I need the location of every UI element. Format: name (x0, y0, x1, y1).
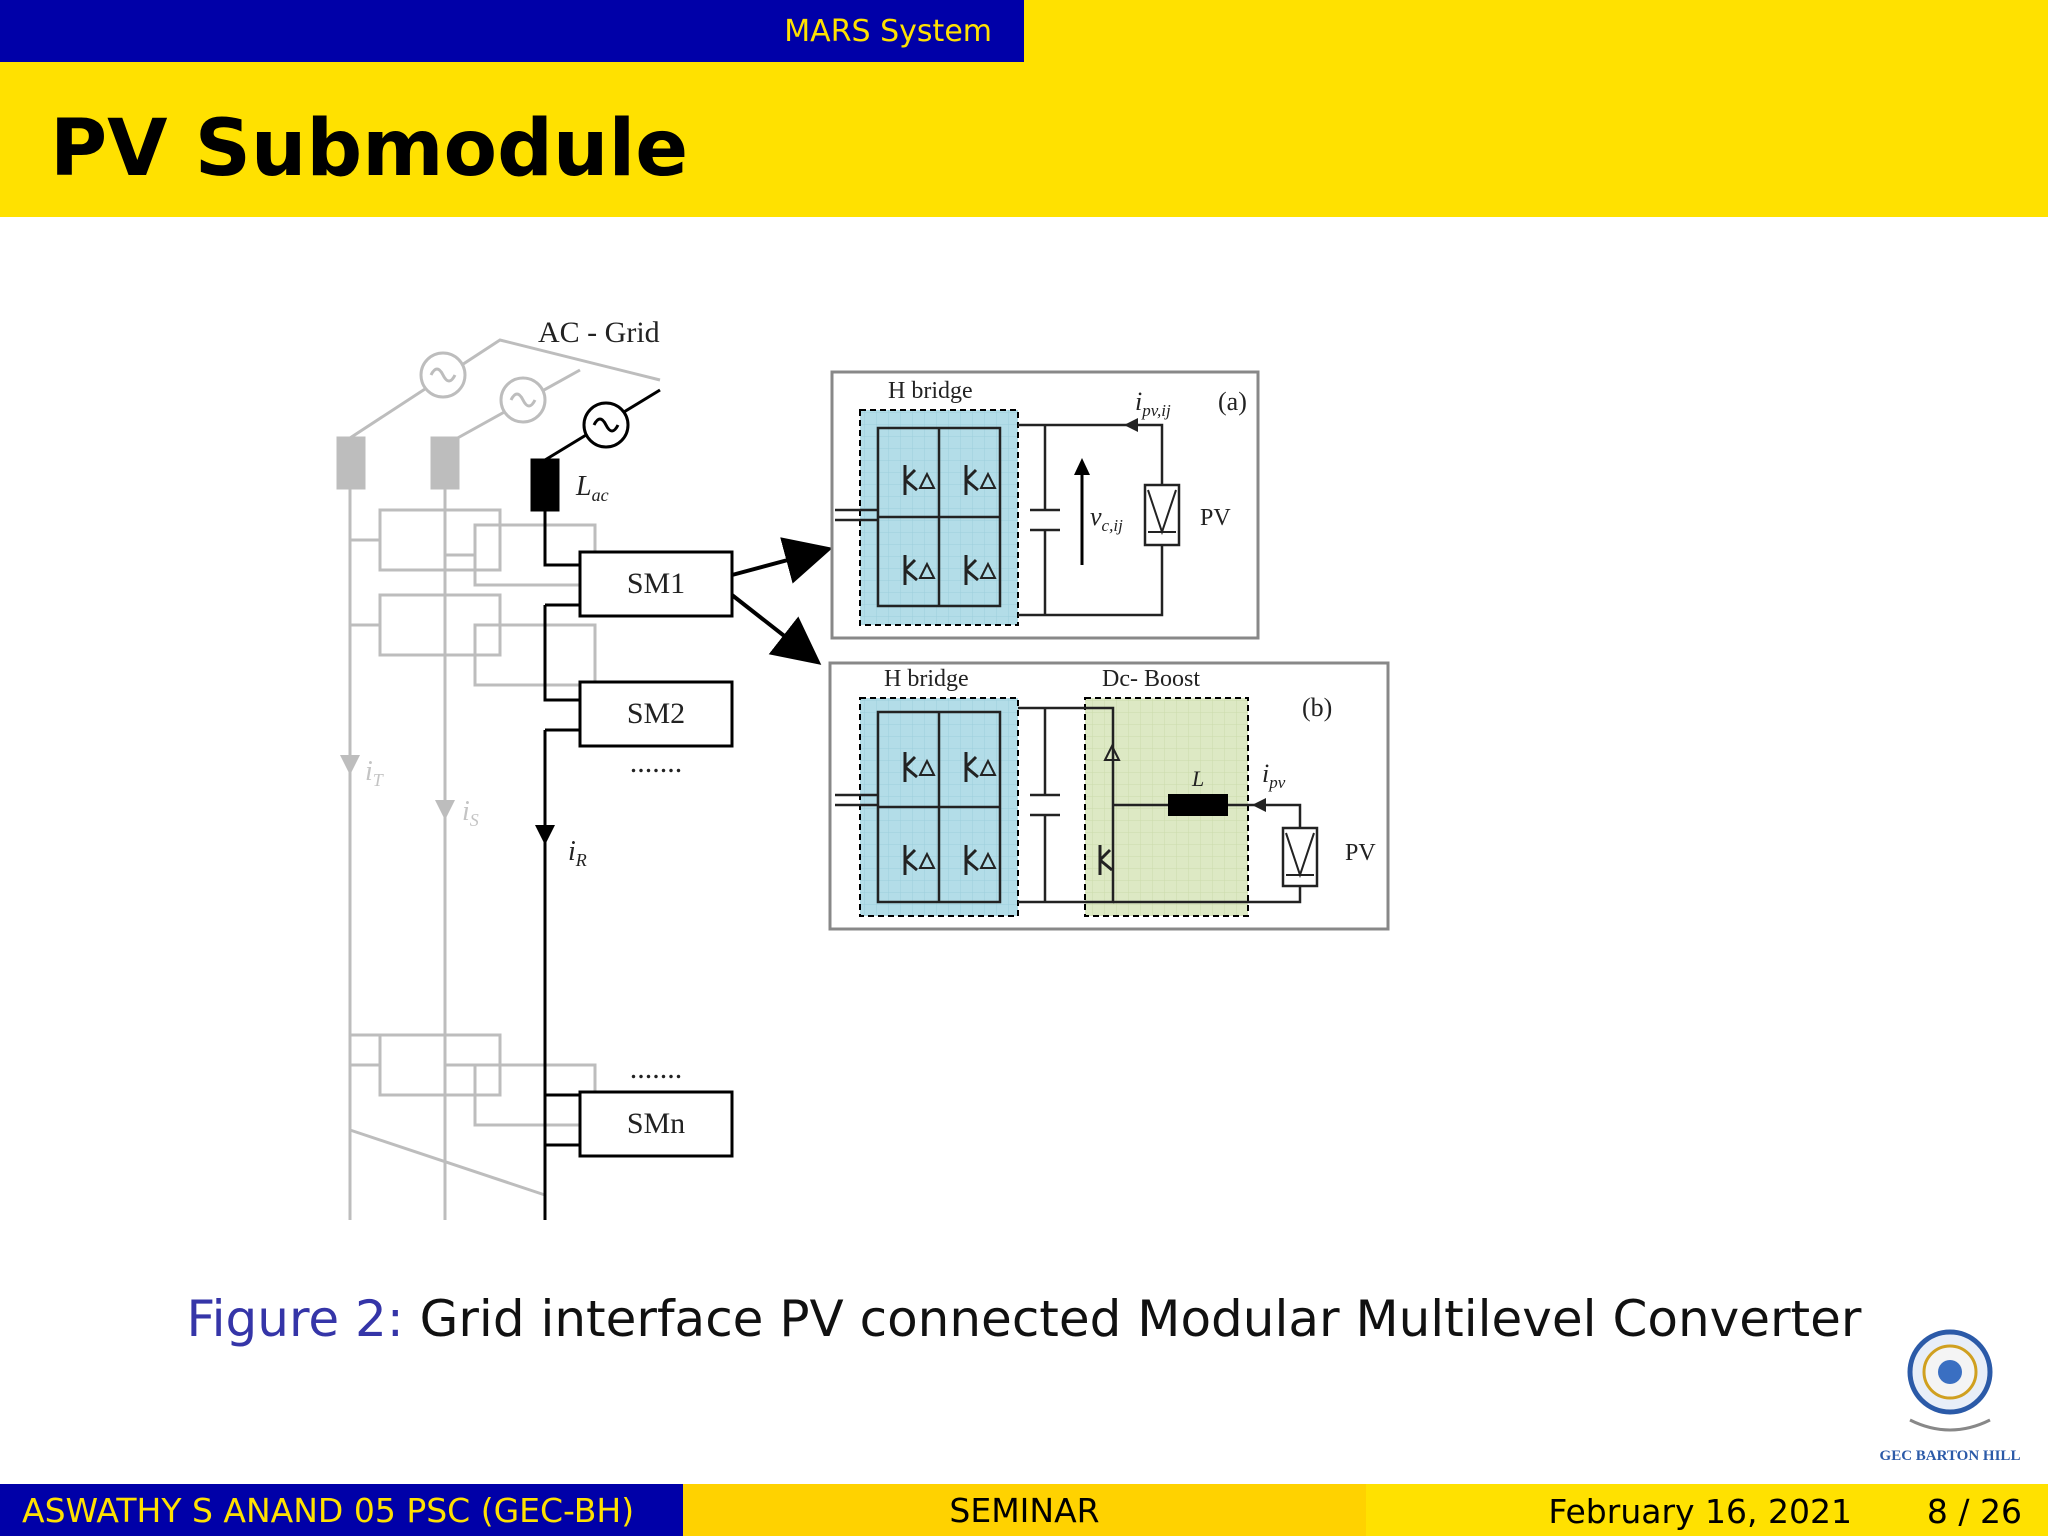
header-left-band (0, 0, 1024, 62)
footer-date: February 16, 2021 (1548, 1492, 1852, 1531)
title-bar: PV Submodule (0, 62, 2048, 217)
current-label-r: iR (568, 836, 587, 870)
footer-bar: ASWATHY S ANAND 05 PSC (GEC-BH) SEMINAR … (0, 1484, 2048, 1536)
panel-b-hbridge-label: H bridge (884, 666, 969, 692)
footer-right: February 16, 2021 8 / 26 (1366, 1484, 2048, 1536)
slide-title: PV Submodule (50, 104, 689, 194)
panel-a-ipv-label: ipv,ij (1135, 387, 1171, 420)
caption-text: Grid interface PV connected Modular Mult… (419, 1290, 1862, 1348)
submodule-sm2: SM2 (578, 680, 734, 748)
college-logo: GEC BARTON HILL (1880, 1329, 2021, 1464)
header-bar: MARS System (0, 0, 2048, 62)
panel-b-ipv-label: ipv (1262, 759, 1286, 792)
svg-text:SM1: SM1 (627, 567, 685, 600)
panel-a-hbridge-label: H bridge (888, 378, 973, 404)
grey-phases (336, 338, 661, 1220)
dots-lower: ....... (630, 1052, 683, 1085)
current-label-t: iT (365, 756, 385, 790)
main-phase (530, 388, 661, 1220)
panel-b-tag: (b) (1302, 693, 1332, 722)
panel-b-boost-label: Dc- Boost (1102, 666, 1200, 692)
footer-event: SEMINAR (683, 1484, 1366, 1536)
panel-a-vc-label: vc,ij (1090, 502, 1123, 535)
logo-text: GEC BARTON HILL (1880, 1448, 2021, 1464)
caption-label: Figure 2: (186, 1290, 404, 1348)
inductor-label: Lac (575, 471, 609, 505)
panel-b-inductor-label: L (1191, 766, 1204, 791)
current-label-s: iS (462, 796, 479, 830)
submodule-smn: SMn (578, 1090, 734, 1158)
footer-author: ASWATHY S ANAND 05 PSC (GEC-BH) (0, 1484, 683, 1536)
panel-a-pv-label: PV (1200, 505, 1231, 531)
arrow-to-panel-b (730, 593, 822, 665)
section-title[interactable]: MARS System (784, 13, 992, 49)
svg-text:SM2: SM2 (627, 697, 685, 730)
ac-grid-label: AC - Grid (538, 316, 660, 349)
panel-b-pv-label: PV (1345, 840, 1376, 866)
submodule-sm1: SM1 (578, 550, 734, 618)
circuit-diagram: AC - Grid iT iS (336, 316, 1390, 1220)
panel-a-tag: (a) (1218, 387, 1247, 416)
footer-page-number: 8 / 26 (1926, 1492, 2022, 1531)
svg-text:SMn: SMn (627, 1107, 685, 1140)
panel-b: H bridge Dc- Boost (b) L ipv PV (828, 661, 1390, 931)
figure-caption: Figure 2: Grid interface PV connected Mo… (0, 1290, 2048, 1348)
dots-upper: ....... (630, 746, 683, 779)
panel-a: H bridge (a) ipv,ij vc,ij PV (830, 370, 1260, 640)
arrow-to-panel-a (731, 537, 833, 584)
